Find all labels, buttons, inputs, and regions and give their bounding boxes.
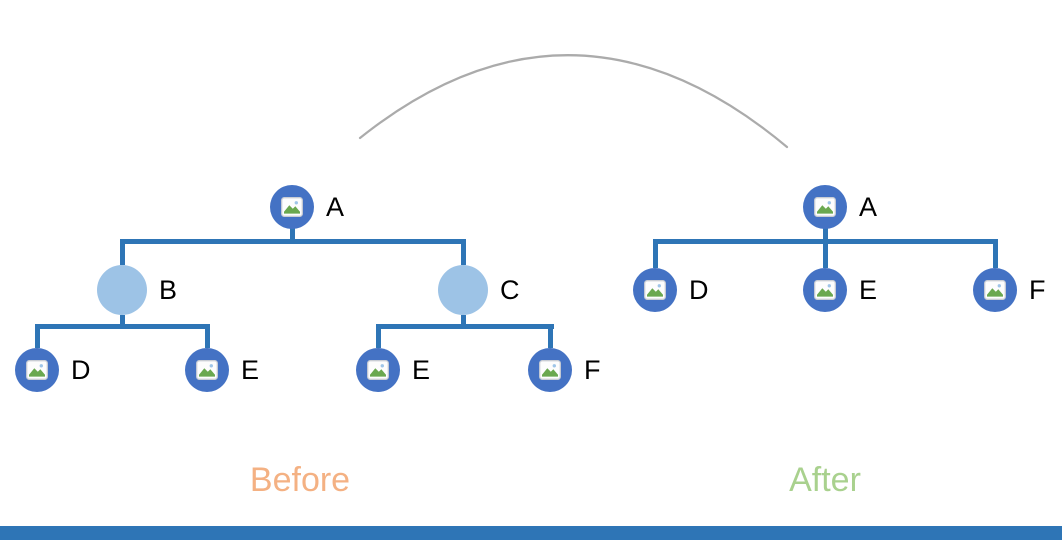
node-label: C (500, 274, 520, 305)
node-circle (528, 348, 572, 392)
connector-line (376, 324, 554, 329)
node-label: E (241, 354, 260, 385)
node-label: B (159, 274, 178, 305)
connector-line (548, 329, 553, 348)
node-circle (803, 268, 847, 312)
before-node-d: D (15, 348, 91, 392)
picture-icon (367, 360, 389, 380)
node-circle (803, 185, 847, 229)
node-circle (973, 268, 1017, 312)
node-label: E (859, 274, 878, 305)
connector-line (461, 315, 466, 324)
after-node-a: A (803, 185, 877, 229)
node-circle (356, 348, 400, 392)
connector-line (653, 239, 998, 244)
picture-icon (814, 197, 836, 217)
connector-line (120, 315, 125, 324)
connector-line (120, 244, 125, 265)
before-node-e1: E (185, 348, 259, 392)
connector-line (993, 244, 998, 268)
connector-line (290, 226, 295, 239)
node-label: A (326, 191, 345, 222)
after-node-d: D (633, 268, 709, 312)
node-circle-light (97, 265, 147, 315)
connector-line (376, 329, 381, 348)
before-node-f: F (528, 348, 601, 392)
before-caption: Before (249, 461, 351, 499)
before-node-c: C (438, 265, 520, 315)
picture-icon (814, 280, 836, 300)
picture-icon (539, 360, 561, 380)
before-node-a: A (270, 185, 344, 229)
before-node-e2: E (356, 348, 430, 392)
node-circle (270, 185, 314, 229)
picture-icon (26, 360, 48, 380)
node-label: F (1029, 274, 1046, 305)
picture-icon (196, 360, 218, 380)
connector-line (653, 244, 658, 268)
connector-line (823, 244, 828, 268)
after-caption: After (789, 461, 861, 499)
connector-line (823, 226, 828, 239)
after-node-e: E (803, 268, 877, 312)
node-label: E (412, 354, 431, 385)
node-circle-light (438, 265, 488, 315)
node-label: D (71, 354, 91, 385)
node-circle (633, 268, 677, 312)
connector-line (120, 239, 466, 244)
after-node-f: F (973, 268, 1046, 312)
node-label: D (689, 274, 709, 305)
footer-accent-bar (0, 526, 1062, 540)
connector-line (461, 244, 466, 265)
connector-line (35, 329, 40, 348)
node-circle (15, 348, 59, 392)
picture-icon (281, 197, 303, 217)
picture-icon (984, 280, 1006, 300)
node-circle (185, 348, 229, 392)
before-node-b: B (97, 265, 177, 315)
connector-line (205, 329, 210, 348)
node-label: A (859, 191, 878, 222)
node-label: F (584, 354, 601, 385)
connector-line (35, 324, 210, 329)
picture-icon (644, 280, 666, 300)
